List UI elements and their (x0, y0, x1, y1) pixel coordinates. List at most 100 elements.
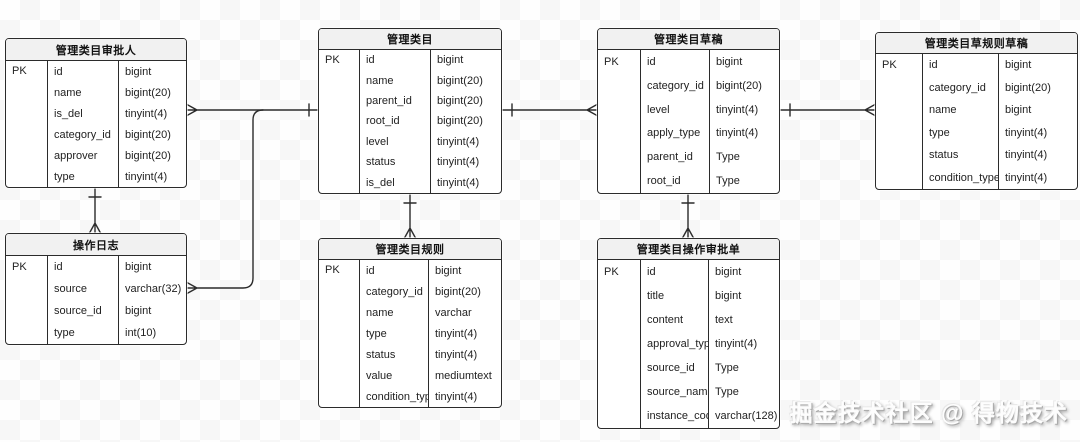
field-name: id (647, 55, 656, 68)
pk-column: PK (6, 61, 48, 187)
connector-approver-oplog (88, 187, 102, 234)
field-name: condition_type (366, 390, 428, 403)
field-name: level (366, 135, 389, 148)
field-type: bigint (125, 65, 152, 78)
field-type: bigint (125, 261, 152, 273)
field-name: parent_id (366, 95, 412, 108)
field-name: status (366, 348, 396, 361)
field-name: approval_type (647, 338, 708, 350)
watermark: 掘金技术社区 @ 得物技术 (789, 400, 1068, 426)
field-type: bigint(20) (435, 285, 481, 298)
entity-category-operation-approval[interactable]: 管理类目操作审批单 PK id title content approval_typeso… (597, 238, 780, 429)
field-type: bigint(20) (716, 79, 762, 92)
field-name: type (54, 327, 75, 339)
field-name: id (54, 261, 63, 273)
field-type: Type (716, 151, 740, 164)
field-type: bigint(20) (437, 115, 483, 128)
field-type: bigint (435, 264, 462, 277)
connector-approver-category (186, 103, 319, 117)
field-name: category_id (929, 81, 986, 94)
field-name: source_name (647, 386, 708, 398)
field-type: bigint(20) (437, 74, 483, 87)
pk-badge: PK (604, 265, 619, 278)
connector-oplog-category (186, 109, 264, 295)
field-type: Type (715, 386, 739, 398)
field-name: source_id (647, 362, 695, 374)
pk-column: PK (598, 260, 641, 428)
field-type: tinyint(4) (125, 170, 168, 183)
field-name: type (54, 170, 75, 183)
field-name: name (54, 86, 82, 99)
field-type: text (715, 314, 733, 326)
entity-body: PK id title content approval_type source_idso… (598, 260, 779, 428)
field-name: id (366, 54, 375, 67)
entity-title: 管理类目草规则草稿 (876, 33, 1077, 54)
field-name: id (647, 266, 656, 278)
field-name: type (366, 327, 387, 340)
field-type: bigint (1005, 104, 1032, 117)
field-type: bigint (1005, 59, 1032, 72)
field-type: bigint(20) (437, 95, 483, 108)
field-name: is_del (54, 107, 83, 120)
field-name-column: id title content approval_type source_idsour… (641, 260, 709, 428)
field-type: Type (716, 175, 740, 188)
field-type: varchar(32) (125, 283, 182, 295)
field-name: id (929, 59, 938, 72)
field-type: tinyint(4) (1005, 149, 1048, 162)
field-type: bigint (716, 55, 743, 68)
field-type: tinyint(4) (716, 127, 759, 140)
entity-title: 管理类目规则 (319, 239, 501, 260)
field-name: id (366, 264, 375, 277)
connector-draft-ruledraft (779, 103, 876, 117)
pk-badge: PK (325, 54, 340, 67)
pk-badge: PK (604, 55, 619, 68)
field-type: bigint (125, 305, 152, 317)
field-name: apply_type (647, 127, 701, 140)
field-name: name (366, 306, 394, 319)
field-name: root_id (366, 115, 400, 128)
field-name: category_id (647, 79, 704, 92)
field-type: bigint(20) (125, 86, 171, 99)
field-type: bigint(20) (1005, 81, 1051, 94)
field-name: approver (54, 149, 98, 162)
entity-title: 管理类目操作审批单 (598, 239, 779, 260)
pk-badge: PK (882, 59, 897, 72)
field-name: category_id (366, 285, 423, 298)
field-name: source (54, 283, 88, 295)
field-name: condition_type (929, 171, 998, 184)
field-name: status (366, 156, 396, 169)
field-type: bigint(20) (125, 149, 171, 162)
field-type: bigint (715, 266, 742, 278)
field-name: root_id (647, 175, 681, 188)
field-type: tinyint(4) (715, 338, 758, 350)
field-name: name (366, 74, 394, 87)
field-name: is_del (366, 176, 395, 189)
entity-title: 操作日志 (6, 234, 186, 256)
pk-badge: PK (12, 65, 27, 78)
entity-title: 管理类目 (319, 29, 501, 50)
field-type: tinyint(4) (435, 390, 478, 403)
field-type: bigint (715, 290, 742, 302)
field-name: content (647, 314, 684, 326)
field-type: tinyint(4) (437, 156, 480, 169)
pk-column: PK (319, 50, 360, 193)
field-name: title (647, 290, 665, 302)
pk-badge: PK (12, 260, 27, 273)
